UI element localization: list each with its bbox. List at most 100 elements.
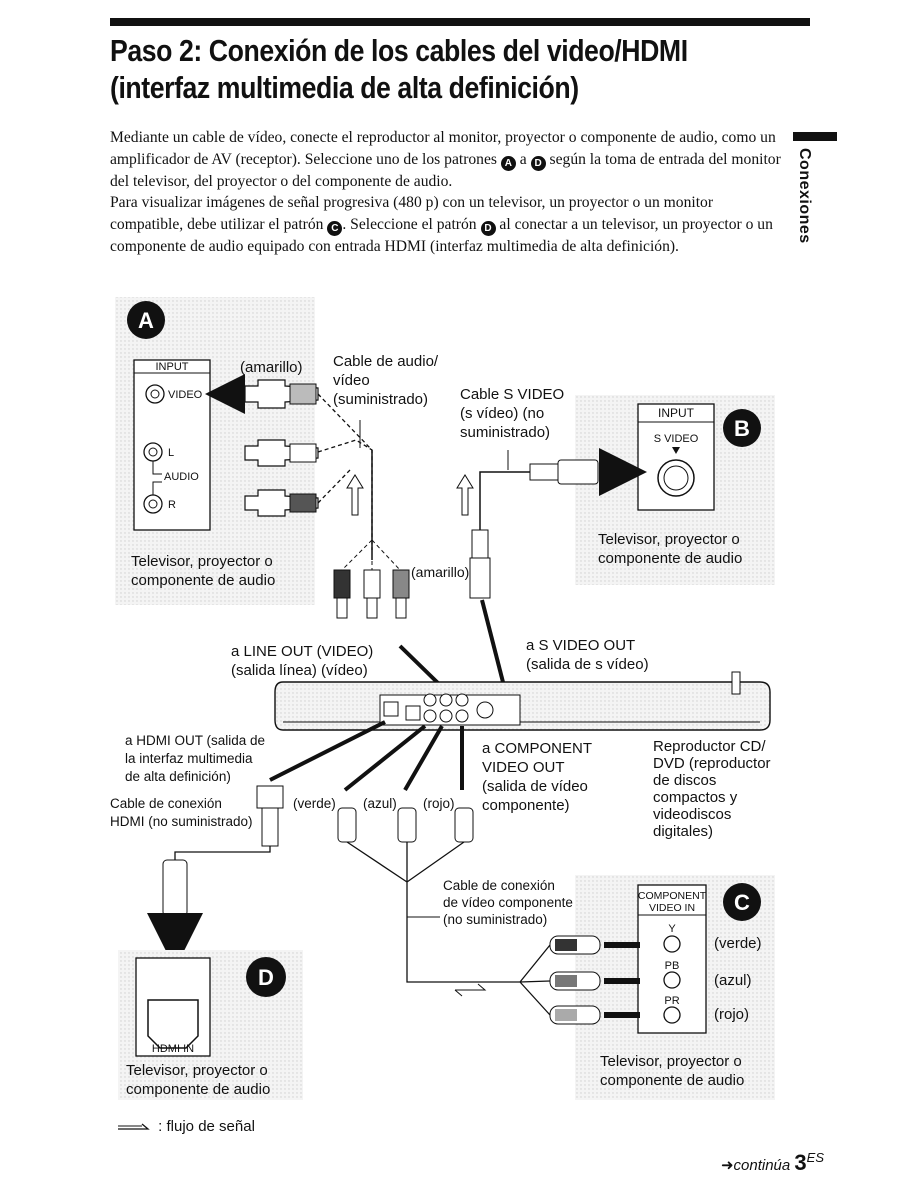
audio-l-jack xyxy=(143,442,163,462)
intro-text-part: . Seleccione el patrón xyxy=(342,215,477,233)
red-label-c: (rojo) xyxy=(714,1006,749,1023)
svideo-cable-label-1: Cable S VIDEO xyxy=(460,386,564,403)
tv-b-label-1: Televisor, proyector o xyxy=(598,531,740,548)
pb-jack xyxy=(663,971,681,989)
line-out-label-2: (salida línea) (vídeo) xyxy=(231,662,368,679)
tv-c-label-1: Televisor, proyector o xyxy=(600,1053,742,1070)
page-language: ES xyxy=(806,1150,824,1165)
pattern-a-letter: A xyxy=(138,308,154,333)
green-label-c: (verde) xyxy=(714,935,762,952)
line-out-arrow xyxy=(398,644,442,687)
component-out-arrows xyxy=(343,724,464,792)
hdmi-in-jack xyxy=(147,999,199,1049)
component-cable-tv-side xyxy=(406,917,551,1016)
intro-text-part: según la toma de entrada del monitor del… xyxy=(110,150,781,190)
player-label-6: digitales) xyxy=(653,823,713,840)
component-out-label-3: (salida de vídeo xyxy=(482,778,588,795)
signal-arrows-component xyxy=(604,942,640,1018)
title-line-1: Paso 2: Conexión de los cables del video… xyxy=(110,33,688,68)
red-label: (rojo) xyxy=(423,796,455,811)
input-label-b: INPUT xyxy=(658,406,695,420)
dvd-player-body xyxy=(274,681,771,731)
video-jack-a xyxy=(145,384,165,404)
svideo-cable-label-2: (s vídeo) (no xyxy=(460,405,544,422)
svideo-plug xyxy=(529,459,599,485)
av-cable-wires xyxy=(317,393,373,550)
pattern-badge-c: C xyxy=(327,220,343,236)
tv-b-label-2: componente de audio xyxy=(598,550,742,567)
pattern-c-badge xyxy=(723,883,761,921)
rca-plugs-player-side xyxy=(333,539,410,619)
hdmi-out-label-3: de alta definición) xyxy=(125,769,231,784)
tv-a-label-1: Televisor, proyector o xyxy=(131,553,273,570)
blue-label: (azul) xyxy=(363,796,397,811)
component-cable-label-1: Cable de conexión xyxy=(443,878,555,893)
hdmi-out-arrow xyxy=(269,720,386,782)
component-out-label-2: VIDEO OUT xyxy=(482,759,565,776)
pattern-badge-a: A xyxy=(500,155,516,171)
title-rule xyxy=(110,18,810,26)
svideo-cable xyxy=(479,471,530,530)
tv-d-label-1: Televisor, proyector o xyxy=(126,1062,268,1079)
hdmi-cable-label-1: Cable de conexión xyxy=(110,796,222,811)
hdmi-out-label-2: la interfaz multimedia xyxy=(125,751,253,766)
svideo-jack xyxy=(657,459,695,497)
legend-text: : flujo de señal xyxy=(158,1118,255,1135)
hdmi-in-label: HDMI IN xyxy=(152,1043,194,1055)
pattern-badge-d: D xyxy=(530,155,546,171)
hdmi-plug-tv-side xyxy=(162,859,188,917)
intro-paragraph-1: Mediante un cable de vídeo, conecte el r… xyxy=(110,127,782,192)
av-cable-label-3: (suministrado) xyxy=(333,391,428,408)
section-tab-label: Conexiones xyxy=(796,148,813,244)
component-cable-label-2: de vídeo componente xyxy=(443,895,573,910)
pattern-d-letter: D xyxy=(258,965,274,990)
signal-flow-legend: : flujo de señal xyxy=(118,1118,255,1135)
flow-arrow-c xyxy=(454,983,487,997)
audio-label: AUDIO xyxy=(164,471,199,483)
pattern-b-badge xyxy=(723,409,761,447)
pattern-b-letter: B xyxy=(734,416,750,441)
rca-plug-audio-r xyxy=(244,489,319,517)
intro-text-part: Mediante un cable de vídeo, conecte el r… xyxy=(110,129,776,168)
component-in-label-2: VIDEO IN xyxy=(649,902,695,914)
pattern-a-badge xyxy=(127,301,165,339)
svideo-out-label-1: a S VIDEO OUT xyxy=(526,637,635,654)
component-cable-bundle xyxy=(346,841,465,917)
continue-arrow-icon: ➜ xyxy=(720,1157,734,1174)
video-label-a: VIDEO xyxy=(168,389,203,401)
flow-arrow-b xyxy=(456,474,474,516)
y-jack xyxy=(663,935,681,953)
intro-paragraph-2: Para visualizar imágenes de señal progre… xyxy=(110,192,782,257)
pattern-badge-d: D xyxy=(480,220,496,236)
flow-arrow-a xyxy=(346,474,364,516)
input-label-a: INPUT xyxy=(156,361,189,373)
tv-d-label-2: componente de audio xyxy=(126,1081,270,1098)
section-tab-marker xyxy=(793,132,837,141)
rca-plug-video xyxy=(244,379,319,409)
av-cable-label-1: Cable de audio/ xyxy=(333,353,439,370)
hdmi-out-label-1: a HDMI OUT (salida de xyxy=(125,733,265,748)
component-plugs-tv-side xyxy=(549,935,601,1025)
yellow-label: (amarillo) xyxy=(240,359,303,376)
audio-r-label: R xyxy=(168,499,176,511)
y-jack-label: Y xyxy=(668,923,676,935)
svideo-label-b: S VIDEO xyxy=(654,433,699,445)
page-number: 3 xyxy=(794,1150,807,1175)
pattern-d-badge xyxy=(246,957,286,997)
page-footer: ➜continúa 3ES xyxy=(721,1150,824,1176)
intro-text-part: Para visualizar imágenes de señal progre… xyxy=(110,194,714,233)
signal-flow-icon xyxy=(118,1123,150,1130)
component-in-label-1: COMPONENT xyxy=(638,890,707,902)
pattern-c-letter: C xyxy=(734,890,750,915)
component-plugs-player-side xyxy=(337,807,474,843)
pr-jack-label: PR xyxy=(664,995,679,1007)
hdmi-cable-label-2: HDMI (no suministrado) xyxy=(110,814,253,829)
svideo-cable-label-3: suministrado) xyxy=(460,424,550,441)
pr-jack xyxy=(663,1006,681,1024)
blue-label-c: (azul) xyxy=(714,972,752,989)
title-line-2: (interfaz multimedia de alta definición) xyxy=(110,70,579,105)
intro-text-part: a xyxy=(519,150,527,168)
svideo-out-arrow xyxy=(480,599,507,691)
rca-plug-audio-l xyxy=(244,439,319,467)
